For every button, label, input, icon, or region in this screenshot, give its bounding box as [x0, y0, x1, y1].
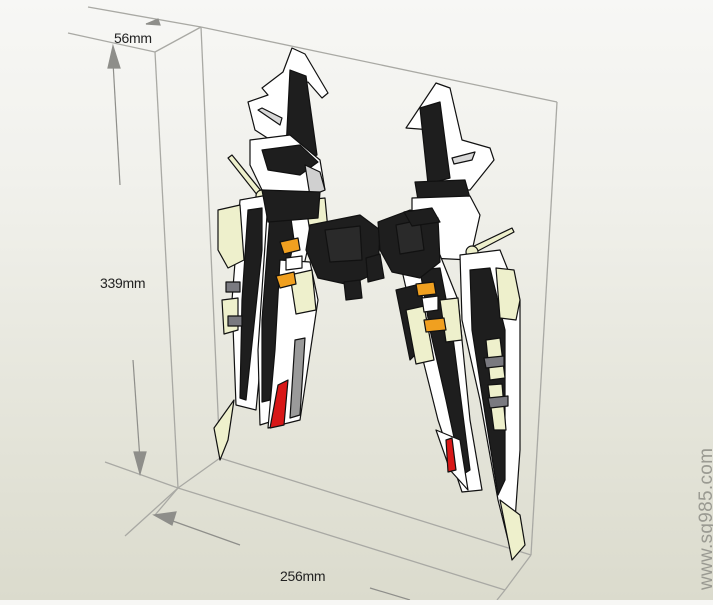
right-binder	[395, 82, 526, 561]
width-dimension-label: 256mm	[280, 568, 326, 584]
dimension-arrows	[107, 18, 411, 601]
height-dimension-label: 339mm	[100, 275, 146, 291]
center-joint	[261, 189, 441, 301]
left-binder	[213, 47, 329, 461]
watermark: www.sg985.com	[696, 447, 713, 590]
depth-dimension-label: 56mm	[114, 30, 152, 46]
bounding-box	[67, 6, 558, 601]
